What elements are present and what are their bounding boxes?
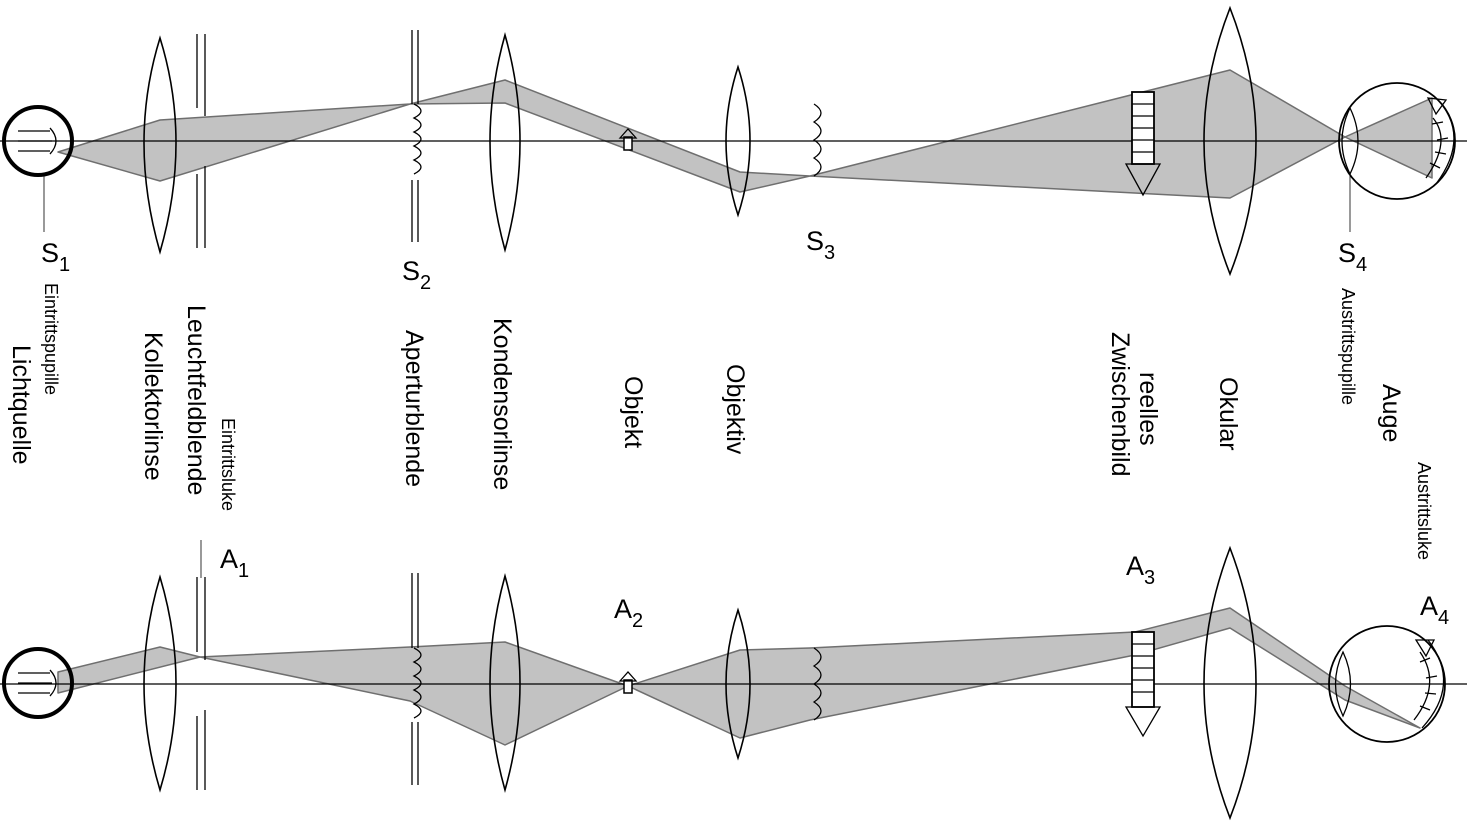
bottom-ocular-lens <box>1203 545 1257 821</box>
bottom-beam-left <box>57 646 201 694</box>
label-a3: A3 <box>1126 551 1155 589</box>
top-collector-lens <box>143 35 177 255</box>
top-beam-eye <box>1344 97 1433 179</box>
label-lichtquelle: Lichtquelle <box>7 345 35 465</box>
bottom-light-source <box>2 647 74 719</box>
label-objekt: Objekt <box>619 376 647 448</box>
top-intermediate-image-arrow <box>1124 91 1162 197</box>
top-light-source <box>2 105 74 177</box>
label-a1: A1 <box>220 544 249 582</box>
label-kondensorlinse: Kondensorlinse <box>488 318 516 490</box>
label-s2: S2 <box>402 256 431 294</box>
bottom-beam-objective <box>627 607 1421 739</box>
label-aperturblende: Aperturblende <box>400 330 428 487</box>
bottom-s3-marker <box>812 647 822 721</box>
bottom-ray-diagram <box>0 540 1467 821</box>
label-a2: A2 <box>614 594 643 632</box>
label-a4: A4 <box>1420 591 1449 629</box>
bottom-aperture-diaphragm <box>411 573 422 785</box>
bottom-condenser-lens <box>489 573 521 793</box>
label-s3: S3 <box>806 226 835 264</box>
bottom-eye <box>1328 625 1446 743</box>
label-zwischenbild: Zwischenbild <box>1106 332 1134 477</box>
label-austrittsluke: Austrittsluke <box>1414 462 1434 560</box>
top-s3-marker <box>812 103 822 177</box>
top-objective-lens <box>725 64 751 218</box>
label-objektiv: Objektiv <box>721 364 749 455</box>
bottom-collector-lens <box>143 574 177 793</box>
bottom-object-arrow <box>618 671 638 694</box>
top-condenser-lens <box>489 32 521 254</box>
label-auge: Auge <box>1377 384 1405 442</box>
top-ocular-lens <box>1203 5 1257 277</box>
bottom-field-diaphragm <box>196 577 206 790</box>
label-s4: S4 <box>1338 238 1367 276</box>
label-s1: S1 <box>41 238 70 276</box>
label-austrittspupille: Austrittspupille <box>1338 288 1358 405</box>
bottom-objective-lens <box>725 607 751 761</box>
label-okular: Okular <box>1214 377 1242 451</box>
top-field-diaphragm <box>196 34 206 248</box>
top-ray-diagram <box>0 5 1467 277</box>
label-leuchtfeldblende: Leuchtfeldblende <box>182 305 210 495</box>
bottom-intermediate-image-arrow <box>1124 631 1162 738</box>
label-reelles: reelles <box>1134 372 1162 446</box>
top-aperture-diaphragm <box>411 30 422 242</box>
label-eintrittsluke: Eintrittsluke <box>218 418 238 511</box>
top-eye <box>1338 82 1456 200</box>
top-object-arrow <box>618 128 638 151</box>
label-eintrittspupille: Eintrittspupille <box>41 283 61 395</box>
bottom-beam-main <box>199 641 629 746</box>
label-kollektorlinse: Kollektorlinse <box>139 332 167 481</box>
